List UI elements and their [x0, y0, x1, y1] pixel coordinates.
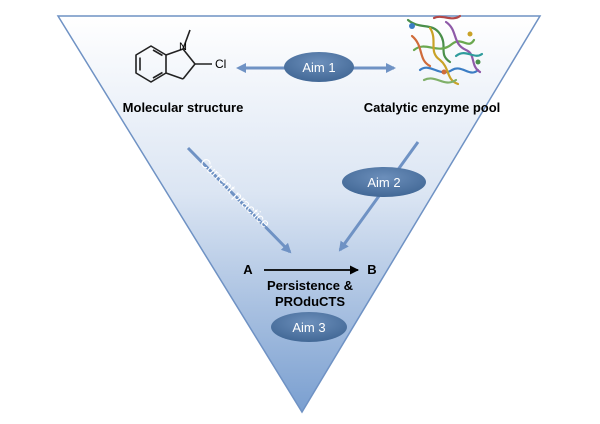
enzyme-label: Catalytic enzyme pool	[364, 100, 501, 115]
point-b-label: B	[367, 262, 376, 277]
nitrogen-atom-label: N	[179, 41, 187, 53]
aim3-pill: Aim 3	[271, 312, 347, 342]
enzyme-protein-icon	[406, 14, 484, 86]
molecule-structure-icon	[135, 29, 212, 83]
outcome-line-2: PROduCTS	[275, 294, 345, 309]
aim2-label: Aim 2	[367, 175, 400, 190]
aim1-pill: Aim 1	[284, 52, 354, 82]
inverted-triangle	[56, 15, 542, 414]
current-practice-arrow	[186, 146, 292, 254]
point-a-label: A	[243, 262, 253, 277]
chloro-label: Cl	[215, 57, 226, 71]
aim2-pill: Aim 2	[342, 167, 426, 197]
structure-label: Molecular structure	[123, 100, 244, 115]
outcome-line-1: Persistence &	[267, 278, 353, 293]
aim3-label: Aim 3	[292, 320, 325, 335]
aim1-label: Aim 1	[302, 60, 335, 75]
